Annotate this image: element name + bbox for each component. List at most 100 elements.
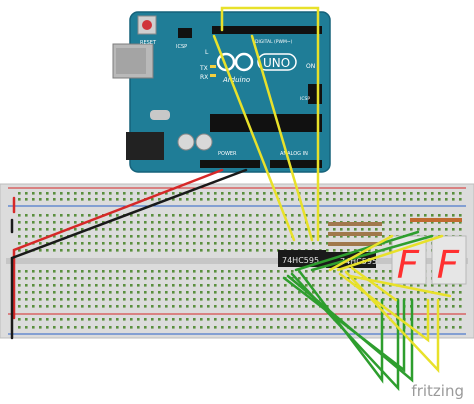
breadboard-hole (270, 277, 273, 280)
breadboard-hole (60, 326, 63, 329)
breadboard-hole (144, 326, 147, 329)
breadboard-hole (214, 235, 217, 238)
breadboard-hole (130, 228, 133, 231)
breadboard-hole (389, 221, 392, 224)
breadboard-hole (424, 318, 427, 321)
breadboard-hole (172, 277, 175, 280)
breadboard-hole (109, 305, 112, 308)
breadboard-hole (130, 305, 133, 308)
breadboard-hole (158, 214, 161, 217)
breadboard-hole (123, 235, 126, 238)
breadboard-hole (200, 221, 203, 224)
breadboard-hole (179, 298, 182, 301)
breadboard-hole (305, 235, 308, 238)
breadboard-hole (221, 242, 224, 245)
breadboard-hole (333, 291, 336, 294)
led-tx-label: TX (199, 65, 208, 72)
wires (10, 6, 452, 392)
breadboard-hole (53, 221, 56, 224)
breadboard-hole (263, 214, 266, 217)
breadboard-hole (438, 284, 441, 287)
breadboard-hole (95, 214, 98, 217)
wire-yellow-seg (336, 234, 444, 272)
breadboard-hole (410, 291, 413, 294)
breadboard-hole (81, 291, 84, 294)
breadboard-hole (242, 270, 245, 273)
breadboard-hole (347, 192, 350, 195)
breadboard-hole (137, 298, 140, 301)
breadboard-hole (368, 298, 371, 301)
arduino-logo: Arduino UNO (216, 52, 297, 84)
breadboard-hole (123, 270, 126, 273)
breadboard-hole (214, 221, 217, 224)
breadboard-hole (221, 214, 224, 217)
breadboard-hole (67, 318, 70, 321)
breadboard-hole (389, 228, 392, 231)
breadboard-hole (193, 249, 196, 252)
breadboard-hole (396, 214, 399, 217)
breadboard-hole (347, 318, 350, 321)
breadboard-hole (445, 318, 448, 321)
breadboard-hole (81, 305, 84, 308)
breadboard-hole (312, 228, 315, 231)
breadboard-hole (46, 298, 49, 301)
breadboard-hole (389, 242, 392, 245)
breadboard-hole (74, 284, 77, 287)
breadboard-hole (200, 326, 203, 329)
breadboard-hole (67, 270, 70, 273)
breadboard-hole (228, 249, 231, 252)
breadboard-hole (242, 242, 245, 245)
breadboard-hole (305, 214, 308, 217)
breadboard-hole (263, 270, 266, 273)
breadboard-hole (123, 291, 126, 294)
breadboard-hole (151, 249, 154, 252)
breadboard-hole (130, 214, 133, 217)
breadboard-hole (60, 277, 63, 280)
breadboard-hole (277, 221, 280, 224)
breadboard-hole (361, 284, 364, 287)
breadboard-hole (109, 192, 112, 195)
breadboard-hole (158, 326, 161, 329)
breadboard-hole (123, 318, 126, 321)
breadboard-hole (459, 326, 462, 329)
breadboard-hole (88, 298, 91, 301)
breadboard-hole (284, 305, 287, 308)
breadboard-hole (452, 198, 455, 201)
breadboard-hole (452, 291, 455, 294)
breadboard-hole (277, 277, 280, 280)
breadboard-hole (263, 305, 266, 308)
on-label: ON (306, 63, 315, 70)
breadboard-hole (214, 249, 217, 252)
breadboard-hole (81, 214, 84, 217)
breadboard-hole (158, 228, 161, 231)
breadboard-hole (123, 298, 126, 301)
breadboard-hole (256, 221, 259, 224)
breadboard-hole (137, 249, 140, 252)
breadboard-hole (319, 277, 322, 280)
breadboard-hole (375, 192, 378, 195)
breadboard-hole (368, 214, 371, 217)
breadboard-hole (242, 305, 245, 308)
breadboard-hole (151, 270, 154, 273)
breadboard-hole (221, 198, 224, 201)
breadboard-hole (32, 318, 35, 321)
breadboard-hole (312, 221, 315, 224)
breadboard-hole (207, 270, 210, 273)
shift-register-1: 74HC595 (278, 250, 326, 267)
breadboard-hole (242, 284, 245, 287)
breadboard-hole (375, 270, 378, 273)
breadboard-hole (452, 305, 455, 308)
breadboard-hole (340, 277, 343, 280)
breadboard-hole (193, 221, 196, 224)
led-rx-label: RX (200, 74, 208, 81)
breadboard-hole (410, 228, 413, 231)
breadboard-hole (67, 198, 70, 201)
breadboard-hole (39, 249, 42, 252)
breadboard-hole (333, 270, 336, 273)
breadboard-hole (179, 284, 182, 287)
breadboard-hole (326, 235, 329, 238)
breadboard-hole (298, 305, 301, 308)
breadboard-hole (186, 270, 189, 273)
breadboard-hole (214, 277, 217, 280)
breadboard-hole (319, 198, 322, 201)
